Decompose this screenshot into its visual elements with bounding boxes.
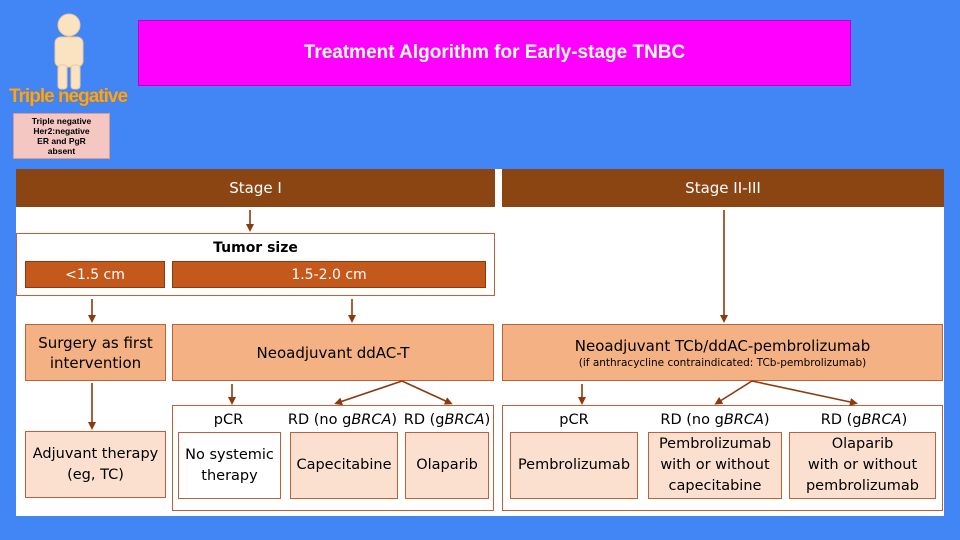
gene-name: BRCA [351,412,392,428]
info-line: Her2:negative [33,126,90,136]
arrow-neo23-to-rd-brca [751,380,858,406]
stage-1-pcr-label: pCR [213,412,244,428]
olaparib-label: Olaparib [416,457,478,473]
page-title: Treatment Algorithm for Early-stage TNBC [138,20,851,86]
size-large-bar: 1.5-2.0 cm [172,261,486,288]
gene-name: BRCA [723,412,764,428]
gene-name: BRCA [444,412,485,428]
arrow-neo23-to-rd-no-brca [714,380,753,405]
olaparib-box: Olaparib [405,432,489,499]
adjuvant-therapy-box: Adjuvant therapy (eg, TC) [25,431,166,498]
pembrolizumab-capecitabine-box: Pembrolizumab with or without capecitabi… [648,432,782,499]
capecitabine-box: Capecitabine [290,432,398,499]
pcr-result-line: No systemic [185,446,274,463]
gene-suffix: ) [484,412,491,428]
pembro-cape-line: with or without [660,457,770,473]
neoadjuvant-ddac-t-box: Neoadjuvant ddAC-T [172,324,494,381]
stage-1-header: Stage I [16,169,495,207]
size-small-bar: <1.5 cm [25,261,165,288]
stage-2-3-pcr-label: pCR [559,412,589,428]
capecitabine-label: Capecitabine [296,457,392,473]
stage-2-3-outcomes-group [502,405,943,511]
tumor-size-label: Tumor size [213,240,298,256]
person-icon [44,10,94,90]
olaparib-pembro-line: pembrolizumab [805,478,920,494]
adjuvant-line: Adjuvant therapy [32,445,159,462]
size-large-label: 1.5-2.0 cm [291,266,367,283]
stage-1-header-label: Stage I [229,179,282,197]
stage-2-3-header-label: Stage II-III [685,179,761,197]
neoadjuvant-pembrolizumab-label: Neoadjuvant TCb/ddAC-pembrolizumab [574,336,871,355]
arrow-neo-to-rd-no-brca [334,380,403,406]
info-line: ER and PgR [37,136,86,146]
stage-2-3-rd-no-brca-label: RD (no gBRCA) [645,412,785,428]
pembrolizumab-box: Pembrolizumab [510,432,638,499]
no-systemic-therapy-box: No systemic therapy [178,432,281,499]
pembrolizumab-label: Pembrolizumab [517,457,631,473]
stage-1-rd-no-brca-label: RD (no gBRCA) [286,412,399,428]
surgery-box: Surgery as first intervention [25,324,166,381]
arrow-neo-to-rd-brca [401,380,453,405]
stage-1-outcomes-group [172,405,494,511]
gene-suffix: ) [391,412,398,428]
gene-prefix: RD (no g [287,412,352,428]
olaparib-pembro-line: Olaparib [831,436,894,452]
pcr-result-line: therapy [201,467,258,484]
pembro-cape-line: Pembrolizumab [658,436,772,452]
adjuvant-line: (eg, TC) [67,466,124,483]
pembro-cape-line: capecitabine [668,478,762,494]
gene-suffix: ) [901,412,908,428]
gene-prefix: RD (g [403,412,445,428]
stage-2-3-header: Stage II-III [502,169,944,207]
figure-caption: Triple negative [8,86,128,107]
page-title-text: Treatment Algorithm for Early-stage TNBC [303,42,686,63]
surgery-line: Surgery as first [38,333,153,352]
gene-prefix: RD (no g [660,412,724,428]
neoadjuvant-note: (if anthracycline contraindicated: TCb-p… [578,356,867,369]
surgery-line: intervention [49,353,142,372]
gene-prefix: RD (g [820,412,862,428]
size-small-label: <1.5 cm [65,266,125,283]
stage-2-3-rd-brca-label: RD (gBRCA) [790,412,938,428]
olaparib-pembro-line: with or without [807,457,918,473]
receptor-info-box: Triple negative Her2:negative ER and PgR… [13,113,110,159]
gene-suffix: ) [763,412,770,428]
info-line: absent [47,146,76,156]
neoadjuvant-pembrolizumab-box: Neoadjuvant TCb/ddAC-pembrolizumab (if a… [502,324,943,381]
neoadjuvant-ddac-t-label: Neoadjuvant ddAC-T [256,343,410,362]
info-line: Triple negative [31,116,92,126]
gene-name: BRCA [861,412,902,428]
tumor-size-group [16,233,495,296]
olaparib-pembrolizumab-box: Olaparib with or without pembrolizumab [789,432,936,499]
stage-1-rd-brca-label: RD (gBRCA) [402,412,492,428]
